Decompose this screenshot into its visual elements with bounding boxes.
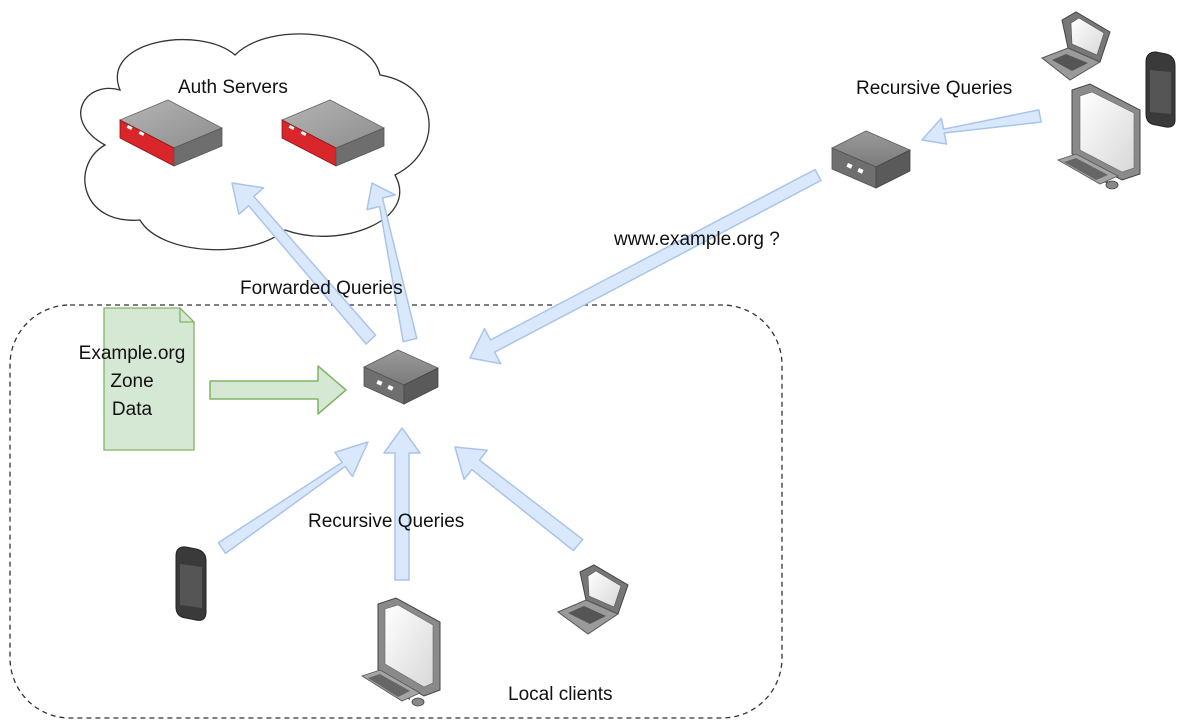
arrow-zone-data xyxy=(209,365,347,415)
zone-label-line-2: Zone xyxy=(110,371,154,392)
forwarded-queries-label: Forwarded Queries xyxy=(240,278,403,299)
local-resolver-icon xyxy=(363,349,439,405)
remote-recursive-queries-label: Recursive Queries xyxy=(856,78,1013,99)
arrow-phone xyxy=(217,441,369,555)
local-clients-label: Local clients xyxy=(508,684,613,705)
auth-cloud xyxy=(80,33,430,251)
remote-desktop-icon xyxy=(1057,83,1141,190)
query-domain-label: www.example.org ? xyxy=(614,229,780,250)
local-laptop-icon xyxy=(556,564,629,635)
auth-server-1-icon xyxy=(119,99,223,167)
arrow-remote-recursive xyxy=(921,109,1042,145)
local-recursive-queries-label: Recursive Queries xyxy=(308,511,465,532)
remote-resolver-icon xyxy=(831,130,911,189)
local-phone-icon xyxy=(175,546,207,621)
remote-phone-icon xyxy=(1145,51,1176,128)
zone-label-line-3: Data xyxy=(111,399,153,420)
arrow-laptop xyxy=(454,446,584,552)
arrow-forwarded-left xyxy=(231,182,377,345)
local-desktop-icon xyxy=(361,597,441,707)
zone-file-icon xyxy=(103,307,195,451)
local-network-boundary xyxy=(9,304,783,719)
auth-servers-label: Auth Servers xyxy=(178,77,288,98)
zone-data-label: Example.org Zone Data xyxy=(78,340,186,424)
auth-server-2-icon xyxy=(281,99,385,167)
arrow-forwarded-right xyxy=(366,182,418,343)
arrow-remote-to-local xyxy=(469,168,822,365)
zone-label-line-1: Example.org xyxy=(78,343,186,364)
arrow-desktop xyxy=(383,427,421,581)
remote-laptop-icon xyxy=(1040,11,1111,81)
